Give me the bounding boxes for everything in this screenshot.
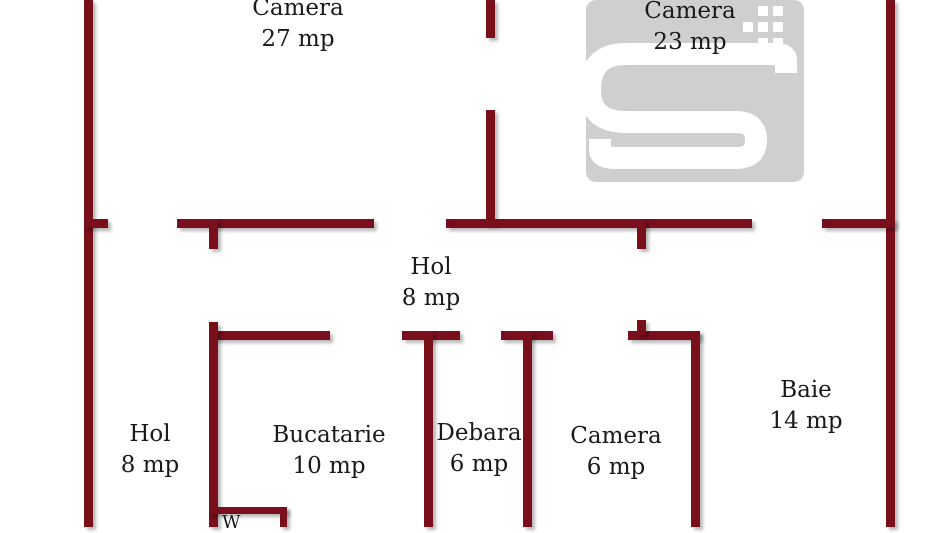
room-name: Debara <box>436 420 522 446</box>
room-camera-27: Camera 27 mp <box>252 0 343 55</box>
room-name: Bucatarie <box>272 422 386 448</box>
wall-v-kitchen-right <box>424 331 433 527</box>
room-area: 8 mp <box>401 285 461 311</box>
wall-h2-a <box>209 331 330 340</box>
room-hol-left: Hol 8 mp <box>121 419 179 481</box>
room-area: 27 mp <box>261 26 335 52</box>
room-area: 8 mp <box>120 452 180 478</box>
wall-h1-b <box>177 219 374 228</box>
room-name: Hol <box>410 254 452 280</box>
room-name: Hol <box>129 421 171 447</box>
room-name: Camera <box>644 0 736 24</box>
wall-stub-left <box>209 219 218 249</box>
room-hol-center: Hol 8 mp <box>402 252 460 314</box>
room-name: Baie <box>780 377 832 403</box>
room-area: 10 mp <box>292 453 366 479</box>
room-area: 23 mp <box>653 29 727 55</box>
wall-stub-right <box>637 219 646 249</box>
wall-wc-top <box>209 507 287 514</box>
wall-h1-c <box>446 219 752 228</box>
room-name: Camera <box>570 423 662 449</box>
room-debara: Debara 6 mp <box>436 418 521 480</box>
wc-partial-label: W <box>222 512 241 533</box>
wall-top-mid-upper <box>486 0 495 38</box>
wall-wc-right <box>280 507 287 527</box>
wall-v-debara-right <box>523 331 532 527</box>
watermark-s-logo-icon <box>586 0 804 182</box>
room-area: 6 mp <box>449 451 509 477</box>
wall-top-mid-lower <box>486 110 495 225</box>
room-camera-6: Camera 6 mp <box>570 421 661 483</box>
room-name: Camera <box>252 0 344 21</box>
wall-stub-h2 <box>637 320 646 335</box>
room-area: 6 mp <box>586 454 646 480</box>
room-area: 14 mp <box>769 408 843 434</box>
wall-v-kitchen-left <box>209 322 218 527</box>
wall-h1-d <box>822 219 895 228</box>
wall-h1-a <box>84 219 108 228</box>
room-camera-23: Camera 23 mp <box>644 0 735 58</box>
wall-right <box>886 0 895 527</box>
room-bucatarie: Bucatarie 10 mp <box>272 420 385 482</box>
wall-h2-d <box>628 331 700 340</box>
wall-left <box>84 0 93 527</box>
room-baie: Baie 14 mp <box>769 375 842 437</box>
wall-v-camera-right <box>691 331 700 527</box>
